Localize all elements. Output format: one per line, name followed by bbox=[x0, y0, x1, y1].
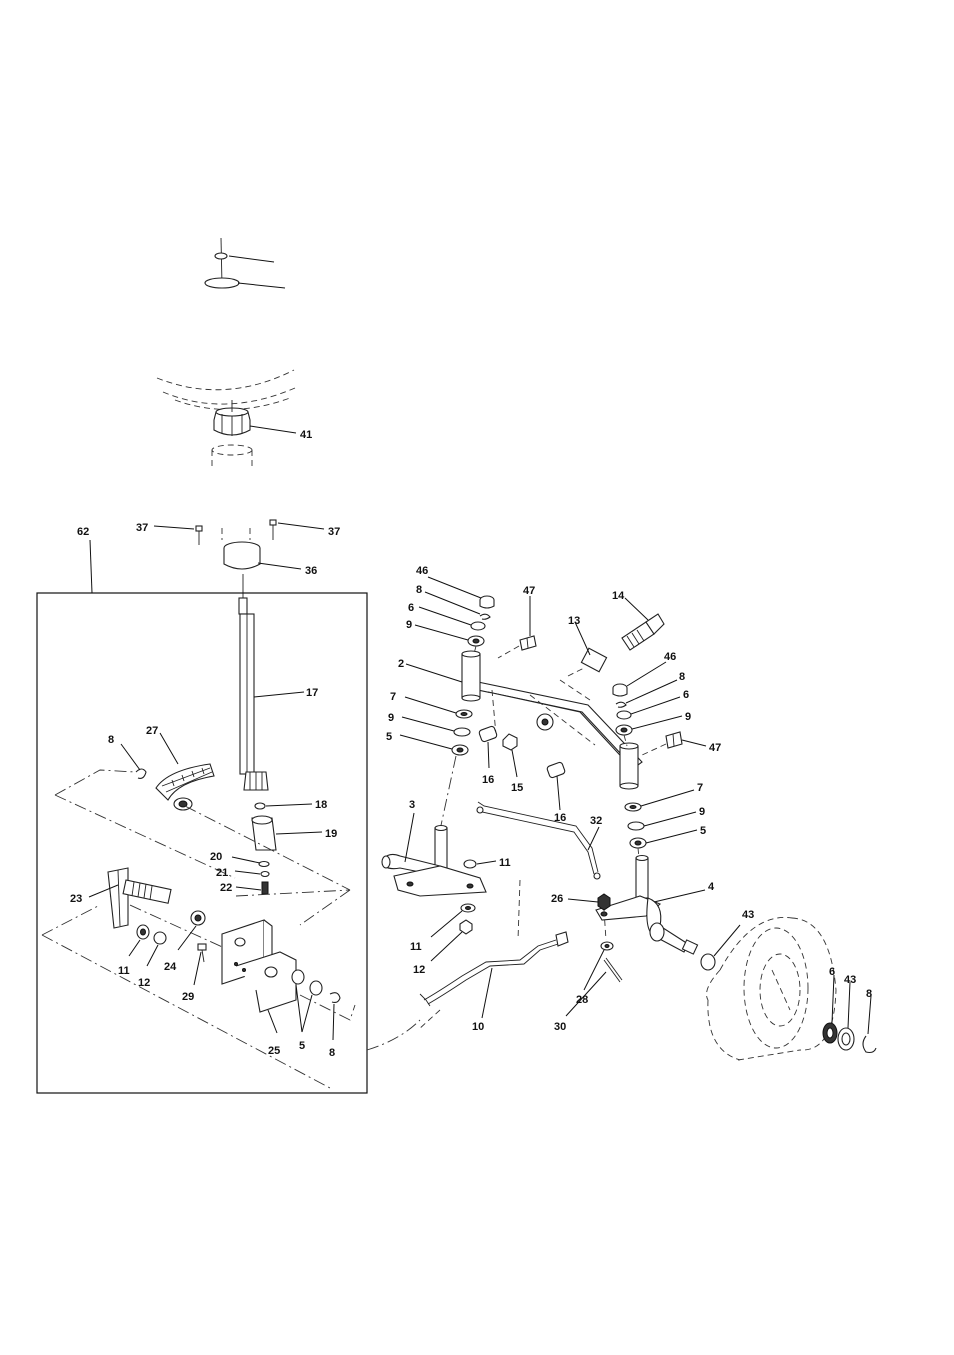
front-axle bbox=[406, 651, 642, 789]
callout-41: 41 bbox=[300, 429, 312, 441]
steering-bracket bbox=[222, 920, 296, 1033]
tie-rod bbox=[477, 802, 600, 879]
callout-8: 8 bbox=[866, 988, 872, 1000]
callout-16: 16 bbox=[554, 812, 566, 824]
callout-28: 28 bbox=[576, 994, 588, 1006]
callout-21: 21 bbox=[216, 867, 228, 879]
callout-14: 14 bbox=[612, 590, 625, 602]
callout-11: 11 bbox=[410, 941, 422, 953]
callout-7: 7 bbox=[390, 691, 396, 703]
callout-22: 22 bbox=[220, 882, 232, 894]
callout-29: 29 bbox=[182, 991, 194, 1003]
bushings-and-nut bbox=[478, 726, 565, 810]
drag-link bbox=[418, 880, 568, 1030]
callout-12: 12 bbox=[138, 977, 150, 989]
callout-43: 43 bbox=[742, 909, 754, 921]
callout-25: 25 bbox=[268, 1045, 280, 1057]
callout-16: 16 bbox=[482, 774, 494, 786]
callout-9: 9 bbox=[406, 619, 412, 631]
callout-8: 8 bbox=[416, 584, 422, 596]
right-spindle bbox=[596, 856, 705, 955]
callout-19: 19 bbox=[325, 828, 337, 840]
wheel-hardware bbox=[823, 975, 876, 1053]
callout-7: 7 bbox=[697, 782, 703, 794]
callout-43: 43 bbox=[844, 974, 856, 986]
callout-10: 10 bbox=[472, 1021, 484, 1033]
callout-24: 24 bbox=[164, 961, 177, 973]
box-connector-line bbox=[367, 1020, 420, 1050]
callout-26: 26 bbox=[551, 893, 563, 905]
callout-8: 8 bbox=[679, 671, 685, 683]
spacer-and-bolt bbox=[568, 598, 664, 676]
steering-shaft bbox=[232, 598, 322, 894]
callout-5: 5 bbox=[386, 731, 392, 743]
callout-46: 46 bbox=[664, 651, 676, 663]
callout-3: 3 bbox=[409, 799, 415, 811]
callout-47: 47 bbox=[523, 585, 535, 597]
callout-47: 47 bbox=[709, 742, 721, 754]
callout-12: 12 bbox=[413, 964, 425, 976]
shaft-upper-parts bbox=[154, 520, 324, 600]
callout-30: 30 bbox=[554, 1021, 566, 1033]
alignment-lines bbox=[42, 770, 355, 1088]
callout-36: 36 bbox=[305, 565, 317, 577]
callout-6: 6 bbox=[829, 966, 835, 978]
front-wheel bbox=[701, 917, 836, 1060]
callout-18: 18 bbox=[315, 799, 327, 811]
callout-15: 15 bbox=[511, 782, 523, 794]
callout-11: 11 bbox=[118, 965, 130, 977]
callout-8: 8 bbox=[108, 734, 114, 746]
callout-4: 4 bbox=[708, 881, 715, 893]
callout-8: 8 bbox=[329, 1047, 335, 1059]
callout-32: 32 bbox=[590, 815, 602, 827]
left-spindle bbox=[382, 813, 486, 896]
callout-20: 20 bbox=[210, 851, 222, 863]
callout-6: 6 bbox=[408, 602, 414, 614]
callout-6: 6 bbox=[683, 689, 689, 701]
callout-9: 9 bbox=[685, 711, 691, 723]
bracket-washers bbox=[292, 970, 340, 1040]
callout-37: 37 bbox=[136, 522, 148, 534]
wheel-cap-parts bbox=[205, 238, 285, 288]
right-spindle-top-parts bbox=[613, 662, 682, 746]
callout-5: 5 bbox=[299, 1040, 305, 1052]
pivot-bracket-parts bbox=[89, 868, 206, 985]
grease-fitting-right bbox=[640, 732, 706, 756]
callout-23: 23 bbox=[70, 893, 82, 905]
callout-5: 5 bbox=[700, 825, 706, 837]
right-spindle-lower-washers bbox=[625, 790, 697, 858]
callout-2: 2 bbox=[398, 658, 404, 670]
assembly-62-frame bbox=[37, 540, 367, 1093]
grease-fitting-left bbox=[498, 596, 536, 658]
callout-62: 62 bbox=[77, 526, 89, 538]
callout-17: 17 bbox=[306, 687, 318, 699]
steering-wheel-hub bbox=[157, 370, 296, 470]
callout-37: 37 bbox=[328, 526, 340, 538]
left-spindle-top-parts bbox=[415, 577, 494, 654]
callout-46: 46 bbox=[416, 565, 428, 577]
sector-gear bbox=[121, 733, 214, 810]
callout-27: 27 bbox=[146, 725, 158, 737]
callout-13: 13 bbox=[568, 615, 580, 627]
callout-9: 9 bbox=[699, 806, 705, 818]
callout-11: 11 bbox=[499, 857, 511, 869]
callout-9: 9 bbox=[388, 712, 394, 724]
